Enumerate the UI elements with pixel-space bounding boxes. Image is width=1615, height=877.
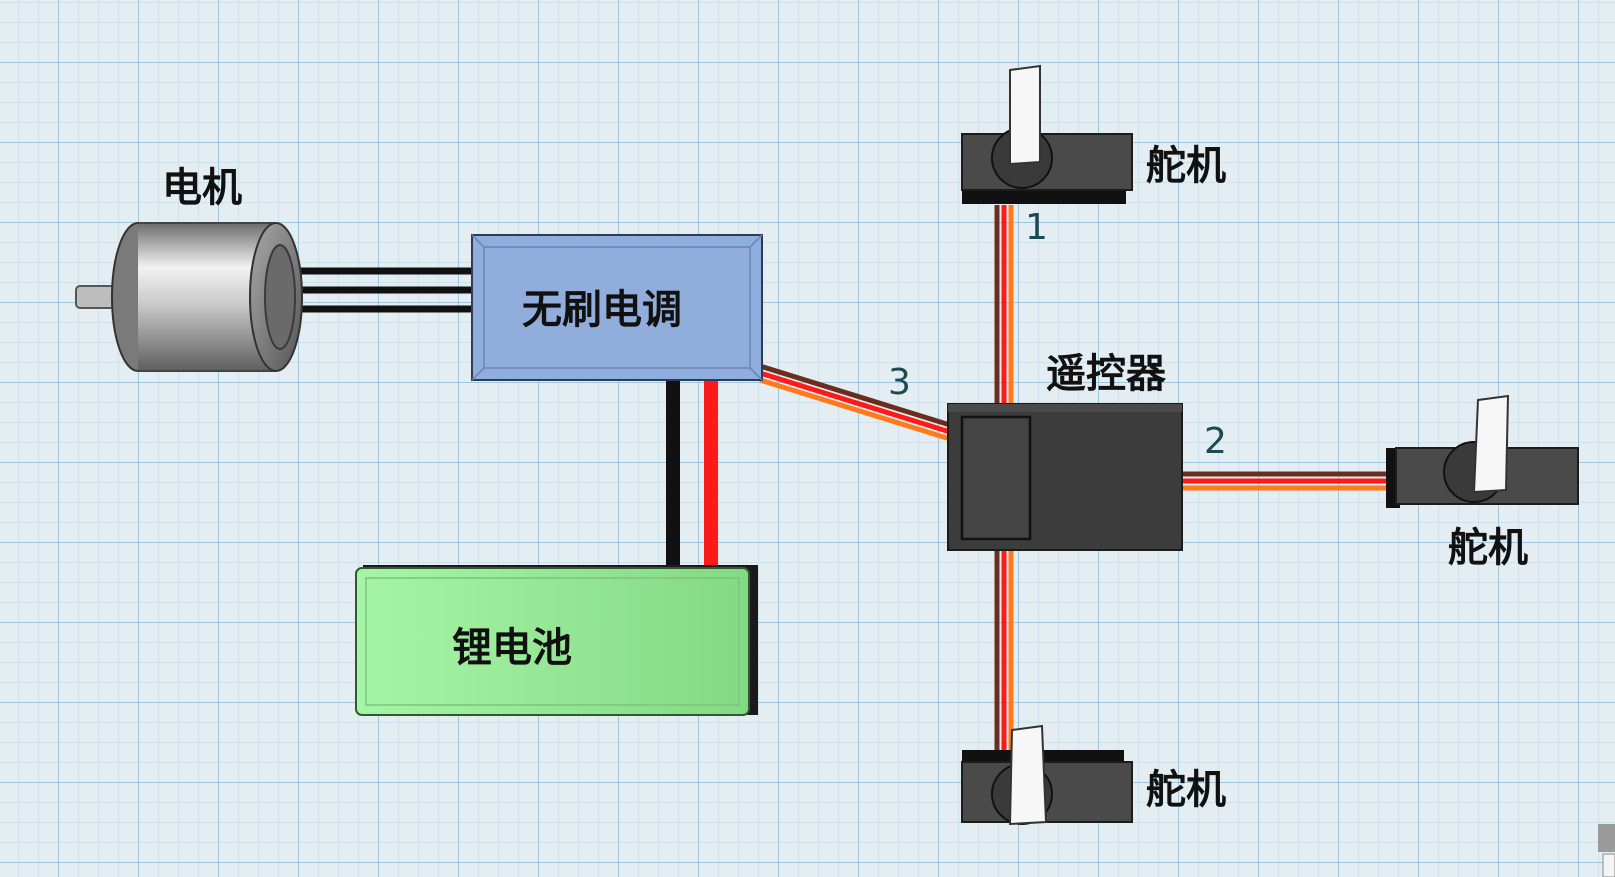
motor-icon <box>75 222 303 372</box>
servo-right-label: 舵机 <box>1448 525 1528 571</box>
receiver-servo-bottom-cable <box>994 550 1014 752</box>
channel-2-label: 2 <box>1204 421 1227 462</box>
servo-icon <box>961 724 1133 826</box>
channel-1-label: 1 <box>1025 207 1048 248</box>
servo-icon <box>961 64 1133 204</box>
battery-box <box>355 565 758 716</box>
motor-esc-wires <box>285 267 476 313</box>
motor-label: 电机 <box>162 165 242 211</box>
battery-label: 锂电池 <box>452 625 572 671</box>
esc-battery-wires <box>666 380 718 570</box>
servo-top-label: 舵机 <box>1146 143 1226 189</box>
receiver-box <box>947 403 1183 551</box>
esc-box <box>471 234 763 381</box>
servo-bottom-label: 舵机 <box>1146 767 1226 813</box>
esc-receiver-cable <box>759 363 951 442</box>
receiver-servo-right-cable <box>1183 471 1393 491</box>
channel-3-label: 3 <box>888 362 911 403</box>
corner-handle <box>1598 824 1615 877</box>
receiver-servo-top-cable <box>994 205 1014 407</box>
receiver-label: 遥控器 <box>1046 351 1166 397</box>
esc-label: 无刷电调 <box>522 287 682 333</box>
servo-icon <box>1386 394 1579 508</box>
